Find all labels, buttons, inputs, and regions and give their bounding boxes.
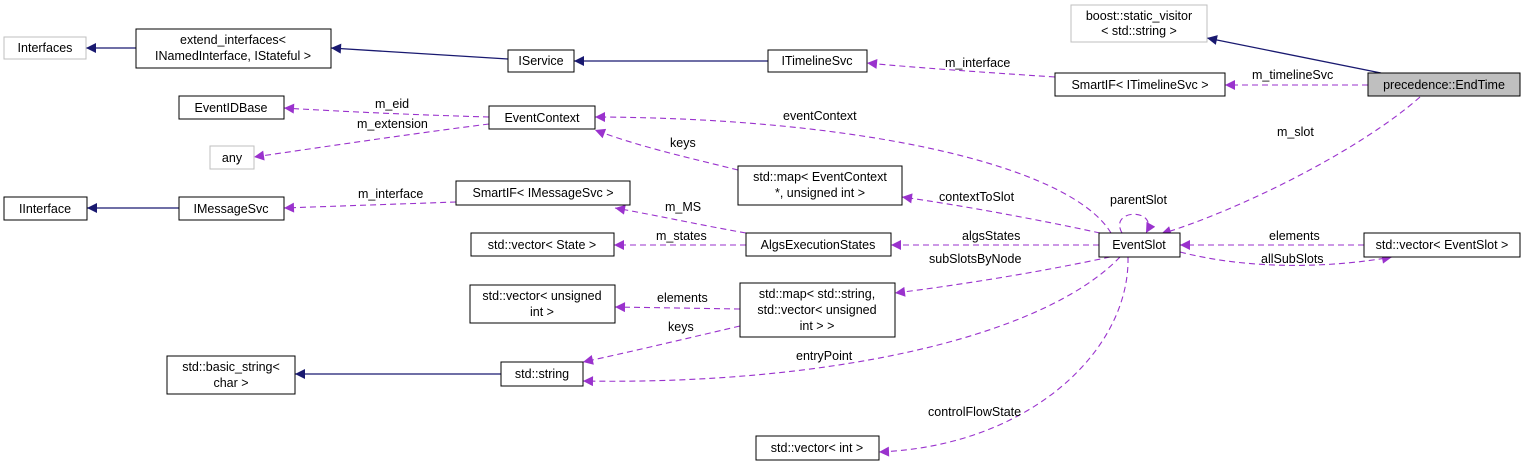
node-vector-state-label: std::vector< State > bbox=[488, 238, 596, 252]
node-map-string-vector-line-2: std::vector< unsigned bbox=[757, 303, 876, 317]
label-m-extension: m_extension bbox=[357, 117, 428, 131]
node-extend-interfaces-line-1: extend_interfaces< bbox=[180, 33, 286, 47]
node-smartif-itimelinesvc-label: SmartIF< ITimelineSvc > bbox=[1071, 78, 1208, 92]
edge-m-interface-msg bbox=[283, 201, 457, 213]
node-interfaces-label: Interfaces bbox=[18, 41, 73, 55]
node-vector-unsigned-line-2: int > bbox=[530, 305, 554, 319]
edge-keys-string bbox=[582, 325, 741, 365]
edge-keys-map bbox=[594, 128, 739, 171]
node-vector-unsigned-line-1: std::vector< unsigned bbox=[482, 289, 601, 303]
edge-event-context bbox=[594, 112, 1112, 234]
edge-entry-point bbox=[582, 256, 1121, 387]
node-boost-static-visitor-line-1: boost::static_visitor bbox=[1086, 9, 1192, 23]
edge-parent-slot bbox=[1119, 213, 1156, 234]
inheritance-edges bbox=[86, 35, 1382, 379]
node-map-string-vector-line-3: int > > bbox=[800, 319, 835, 333]
edge-m-ms bbox=[614, 204, 747, 234]
node-iinterface-label: IInterface bbox=[19, 202, 71, 216]
node-algsexecutionstates[interactable]: AlgsExecutionStates bbox=[745, 232, 892, 257]
label-m-timelinesvc: m_timelineSvc bbox=[1252, 68, 1333, 82]
node-vector-eventslot[interactable]: std::vector< EventSlot > bbox=[1363, 232, 1521, 258]
node-interfaces[interactable]: Interfaces bbox=[3, 36, 87, 60]
node-smartif-itimelinesvc[interactable]: SmartIF< ITimelineSvc > bbox=[1054, 72, 1226, 97]
label-elements-slot: elements bbox=[1269, 229, 1320, 243]
edge-m-eid bbox=[283, 103, 490, 118]
node-vector-int[interactable]: std::vector< int > bbox=[755, 435, 880, 461]
node-eventslot[interactable]: EventSlot bbox=[1098, 232, 1181, 258]
node-algsexecutionstates-label: AlgsExecutionStates bbox=[761, 238, 876, 252]
node-map-string-vector[interactable]: std::map< std::string, std::vector< unsi… bbox=[739, 282, 896, 338]
edge-m-slot bbox=[1160, 96, 1421, 236]
label-entry-point: entryPoint bbox=[796, 349, 853, 363]
node-smartif-imessagesvc-label: SmartIF< IMessageSvc > bbox=[472, 186, 613, 200]
edge-m-interface-timeline bbox=[866, 58, 1056, 78]
label-all-sub-slots: allSubSlots bbox=[1261, 252, 1324, 266]
label-m-interface-timeline: m_interface bbox=[945, 56, 1010, 70]
node-extend-interfaces[interactable]: extend_interfaces< INamedInterface, ISta… bbox=[135, 28, 332, 69]
label-keys-string: keys bbox=[668, 320, 694, 334]
node-map-eventcontext-line-2: *, unsigned int > bbox=[775, 186, 865, 200]
edge-labels: m_interface m_timelineSvc m_eid m_extens… bbox=[357, 56, 1333, 419]
node-iservice-label: IService bbox=[518, 54, 563, 68]
node-any[interactable]: any bbox=[209, 145, 255, 170]
node-map-eventcontext-line-1: std::map< EventContext bbox=[753, 170, 887, 184]
node-extend-interfaces-line-2: INamedInterface, IStateful > bbox=[155, 49, 311, 63]
node-std-string[interactable]: std::string bbox=[500, 361, 584, 387]
edge-all-sub-slots bbox=[1179, 251, 1393, 266]
label-control-flow-state: controlFlowState bbox=[928, 405, 1021, 419]
node-endtime-label: precedence::EndTime bbox=[1383, 78, 1505, 92]
node-imessagesvc[interactable]: IMessageSvc bbox=[178, 196, 285, 221]
label-m-interface-msg: m_interface bbox=[358, 187, 423, 201]
label-m-states: m_states bbox=[656, 229, 707, 243]
label-m-slot: m_slot bbox=[1277, 125, 1314, 139]
node-vector-int-label: std::vector< int > bbox=[771, 441, 863, 455]
node-vector-unsigned[interactable]: std::vector< unsigned int > bbox=[469, 284, 616, 324]
node-eventidbase-label: EventIDBase bbox=[195, 101, 268, 115]
edge-elements-unsigned bbox=[614, 302, 741, 313]
node-vector-state[interactable]: std::vector< State > bbox=[470, 232, 615, 257]
edge-sub-slots-by-node bbox=[894, 256, 1111, 297]
label-m-eid: m_eid bbox=[375, 97, 409, 111]
node-iservice[interactable]: IService bbox=[507, 49, 575, 73]
node-vector-eventslot-label: std::vector< EventSlot > bbox=[1376, 238, 1509, 252]
label-context-to-slot: contextToSlot bbox=[939, 190, 1015, 204]
label-parent-slot: parentSlot bbox=[1110, 193, 1168, 207]
label-elements-unsigned: elements bbox=[657, 291, 708, 305]
label-m-ms: m_MS bbox=[665, 200, 701, 214]
node-basic-string-line-2: char > bbox=[213, 376, 248, 390]
label-algs-states: algsStates bbox=[962, 229, 1020, 243]
edge-context-to-slot bbox=[901, 193, 1101, 234]
node-std-string-label: std::string bbox=[515, 367, 569, 381]
node-basic-string-line-1: std::basic_string< bbox=[182, 360, 280, 374]
node-smartif-imessagesvc[interactable]: SmartIF< IMessageSvc > bbox=[455, 180, 631, 206]
node-eventcontext-label: EventContext bbox=[504, 111, 580, 125]
node-eventidbase[interactable]: EventIDBase bbox=[178, 95, 285, 120]
node-imessagesvc-label: IMessageSvc bbox=[193, 202, 268, 216]
label-sub-slots-by-node: subSlotsByNode bbox=[929, 252, 1021, 266]
nodes: boost::static_visitor < std::string > In… bbox=[3, 4, 1521, 461]
node-basic-string[interactable]: std::basic_string< char > bbox=[166, 355, 296, 395]
node-eventslot-label: EventSlot bbox=[1112, 238, 1166, 252]
node-map-string-vector-line-1: std::map< std::string, bbox=[759, 287, 875, 301]
node-eventcontext[interactable]: EventContext bbox=[488, 105, 596, 130]
node-any-label: any bbox=[222, 151, 243, 165]
label-event-context: eventContext bbox=[783, 109, 857, 123]
node-boost-static-visitor[interactable]: boost::static_visitor < std::string > bbox=[1070, 4, 1208, 43]
label-keys-map: keys bbox=[670, 136, 696, 150]
edge-control-flow-state bbox=[878, 256, 1129, 457]
node-itimelinesvc-label: ITimelineSvc bbox=[781, 54, 852, 68]
usage-edges bbox=[253, 58, 1421, 457]
node-boost-static-visitor-line-2: < std::string > bbox=[1101, 24, 1177, 38]
node-endtime[interactable]: precedence::EndTime bbox=[1367, 72, 1521, 97]
edge-iservice-to-extend-interfaces bbox=[330, 43, 509, 60]
edge-endtime-to-static-visitor bbox=[1206, 35, 1382, 74]
node-map-eventcontext[interactable]: std::map< EventContext *, unsigned int > bbox=[737, 165, 903, 206]
node-iinterface[interactable]: IInterface bbox=[3, 196, 88, 221]
node-itimelinesvc[interactable]: ITimelineSvc bbox=[767, 49, 868, 73]
